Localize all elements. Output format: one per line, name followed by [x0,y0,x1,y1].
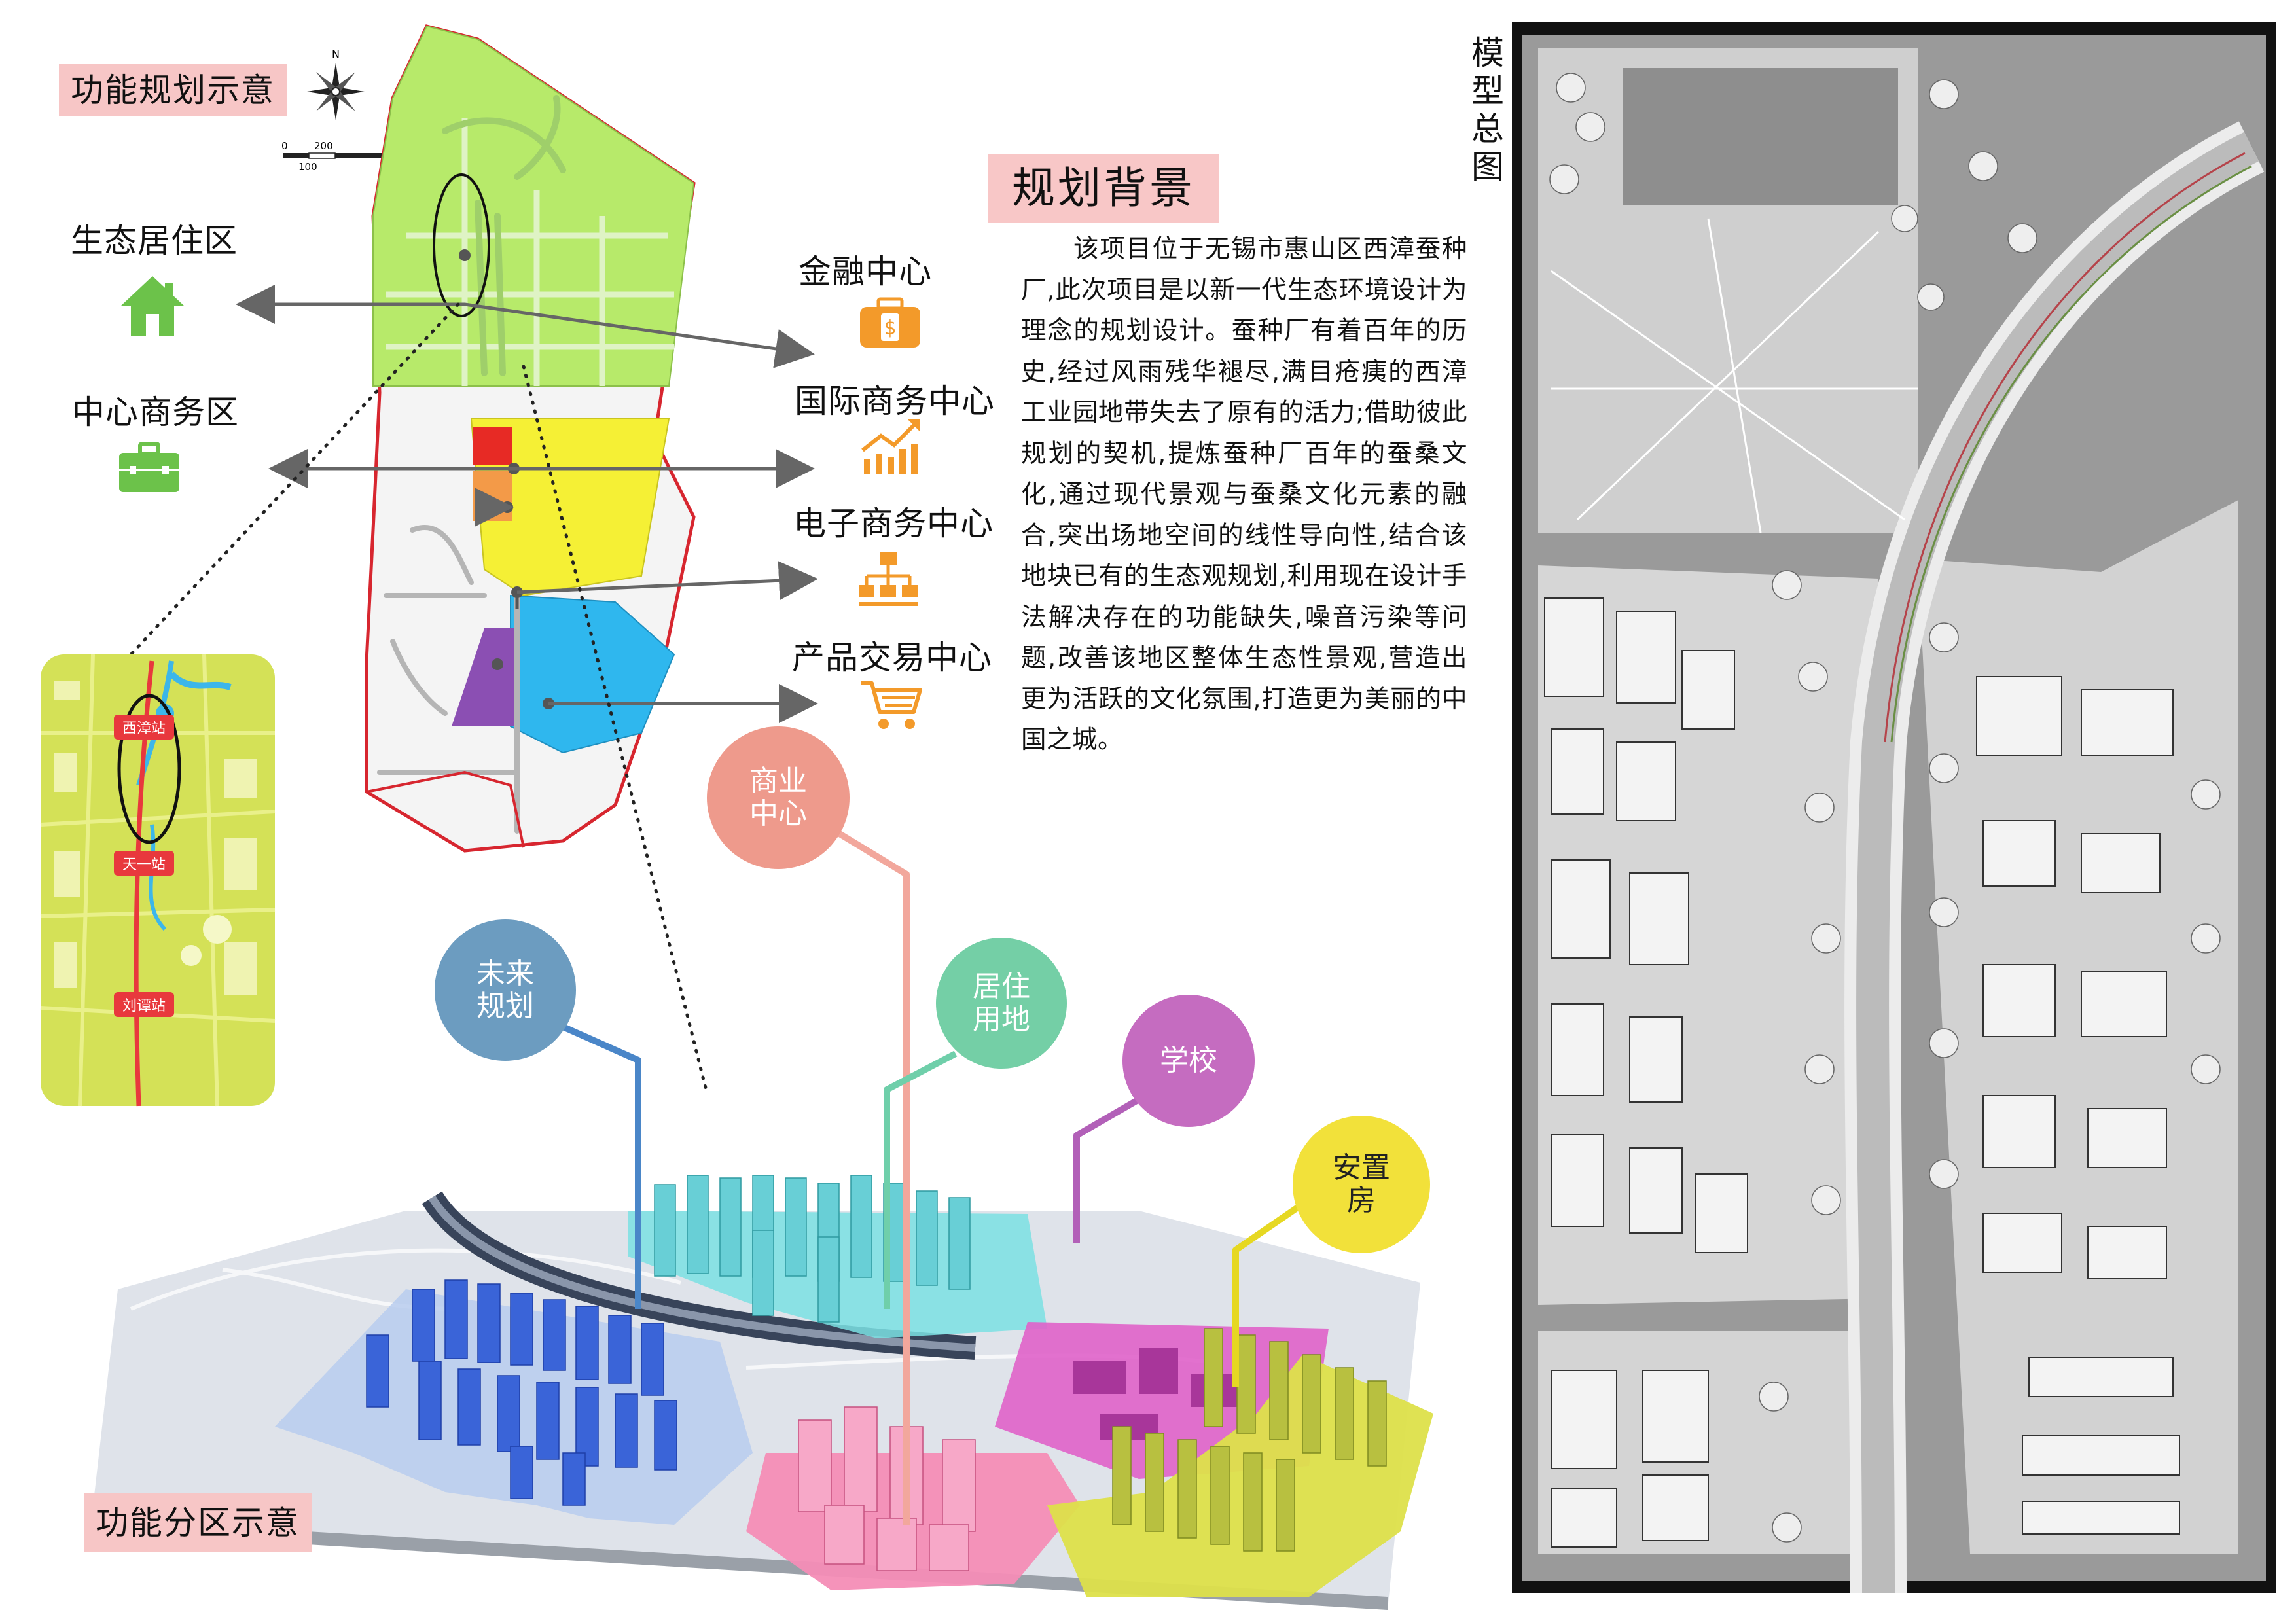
zone-label-e-commerce: 电子商务中心 [793,505,994,543]
scale-label-0: 0 [281,140,288,152]
house-icon [120,276,185,336]
zoning-3d-plan [92,1175,1433,1610]
metro-map-inset: 西漳站 天一站 刘谭站 [40,654,276,1107]
bubble-resettlement: 安置房 [1293,1116,1430,1253]
station-label-tianyi: 天一站 [122,857,166,873]
money-bag-icon: $ [860,297,920,348]
station-label-liutan: 刘谭站 [122,998,166,1014]
svg-text:$: $ [884,317,896,340]
zone-label-finance: 金融中心 [798,253,932,291]
growth-chart-icon [861,419,920,474]
bubble-label-commercial: 商业中心 [749,764,807,830]
background-body: 该项目位于无锡市惠山区西漳蚕种厂,此次项目是以新一代生态环境设计为理念的规划设计… [1021,234,1467,755]
model-photo [1512,22,2276,1594]
function-plan-title: 功能规划示意 [59,64,287,116]
briefcase-icon [119,442,179,492]
metro-map-highlight [117,694,181,844]
compass-north-label: N [332,48,340,60]
zoning-title: 功能分区示意 [84,1493,312,1552]
finance-center-block [473,427,512,465]
site-plan-map [365,24,696,853]
station-tianyi: 天一站 [114,851,174,876]
cbd-zone [470,418,670,597]
bubble-label-resettlement: 安置房 [1333,1151,1390,1217]
e-commerce-zone [452,628,517,726]
bubble-label-school: 学校 [1160,1044,1217,1077]
scale-label-100: 100 [298,161,317,173]
org-chart-icon [859,552,918,606]
bubble-future-planning: 未来规划 [435,919,576,1061]
station-xizhang: 西漳站 [114,715,174,740]
zone-label-international-business: 国际商务中心 [795,382,995,420]
zone-label-eco-residential: 生态居住区 [71,222,238,260]
model-title: 模型总图 [1471,34,1504,186]
background-heading: 规划背景 [988,154,1219,223]
bubble-commercial: 商业中心 [707,726,850,869]
bubble-residential: 居住用地 [936,938,1067,1069]
zone-label-cbd: 中心商务区 [72,393,239,431]
compass-icon: N [307,48,365,120]
bubble-label-future-planning: 未来规划 [476,957,534,1023]
bubble-school: 学校 [1122,995,1255,1127]
metro-station-highlight [433,173,490,317]
zone-label-product-trade: 产品交易中心 [792,639,992,677]
station-liutan: 刘谭站 [114,992,174,1017]
scale-label-200: 200 [314,140,333,152]
station-label-xizhang: 西漳站 [122,721,166,737]
shopping-cart-icon [861,681,922,729]
bubble-label-residential: 居住用地 [973,970,1030,1036]
